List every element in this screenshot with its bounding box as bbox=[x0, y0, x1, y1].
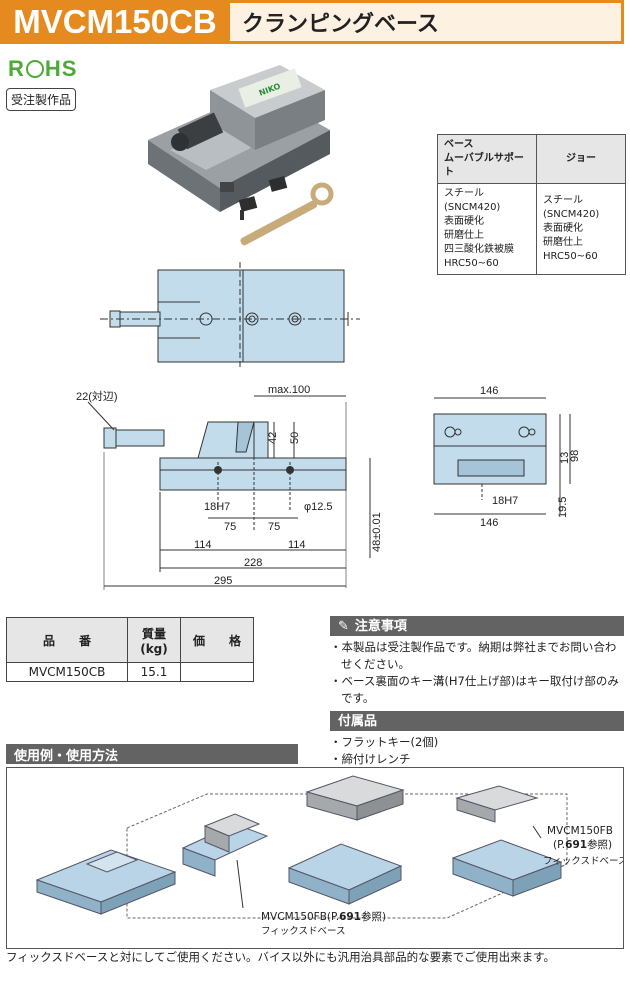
usage-label-2-sub: フィックスドベース bbox=[543, 856, 623, 867]
accessory-item: ・フラットキー(2個) bbox=[330, 735, 439, 749]
table-row: MVCM150CB 15.1 bbox=[6, 662, 254, 682]
dim-50: 50 bbox=[289, 432, 301, 444]
usage-label-1-sub: フィックスドベース bbox=[261, 926, 346, 937]
footer-note: フィックスドベースと対にしてご使用ください。バイス以外にも汎用治具部品的な要素で… bbox=[6, 950, 556, 964]
dim-98: 98 bbox=[569, 450, 581, 462]
usage-label-2: MVCM150FB bbox=[547, 825, 613, 837]
side-view-drawing: 146 146 13 98 18H7 19.5 bbox=[433, 385, 581, 529]
front-view-drawing: 22(対辺) max.100 42 50 18H7 φ12.5 75 75 11… bbox=[76, 384, 383, 590]
dim-114b: 114 bbox=[288, 539, 306, 551]
price-header-mass: 質量 (kg) bbox=[127, 617, 181, 663]
material-line: HRC50~60 bbox=[543, 251, 598, 262]
accessories-title: 付属品 bbox=[338, 713, 378, 729]
usage-label-2-ref: (P.691参照) bbox=[553, 838, 612, 851]
dim-42: 42 bbox=[267, 432, 279, 444]
notes-title-bar: ✎ 注意事項 bbox=[330, 616, 624, 636]
dim-height: 48±0.01 bbox=[371, 512, 383, 552]
dim-width-bottom: 146 bbox=[480, 517, 498, 529]
dim-75b: 75 bbox=[268, 521, 280, 533]
usage-title: 使用例・使用方法 bbox=[14, 748, 119, 764]
accessory-item: ・締付けレンチ bbox=[330, 752, 411, 766]
dim-max-opening: max.100 bbox=[268, 384, 310, 396]
product-code: MVCM150CB bbox=[0, 0, 230, 44]
material-line: 研磨仕上 bbox=[444, 230, 484, 241]
dim-phi: φ12.5 bbox=[304, 501, 333, 513]
note-item: ・本製品は受注製作品です。納期は弊社までお問い合わせください。 bbox=[330, 640, 617, 671]
product-photo: NIKO bbox=[148, 65, 334, 246]
top-view-drawing bbox=[100, 262, 360, 368]
accessories-title-bar: 付属品 bbox=[330, 711, 624, 731]
note-item: ・ベース裏面のキー溝(H7仕上げ部)はキー取付け部のみです。 bbox=[330, 674, 619, 705]
pencil-icon: ✎ bbox=[338, 618, 349, 634]
usage-title-bar: 使用例・使用方法 bbox=[6, 744, 298, 764]
material-col1: スチール(SNCM420) 表面硬化 研磨仕上 四三酸化鉄被膜 HRC50~60 bbox=[437, 183, 537, 275]
material-line: スチール(SNCM420) bbox=[543, 195, 600, 220]
material-col2: スチール(SNCM420) 表面硬化 研磨仕上 HRC50~60 bbox=[536, 183, 626, 275]
dim-114a: 114 bbox=[194, 539, 212, 551]
usage-label-1: MVCM150FB(P.691参照) bbox=[261, 910, 386, 923]
material-col2-header: ジョー bbox=[536, 134, 626, 184]
material-line: 表面硬化 bbox=[543, 223, 583, 234]
dim-19-5: 19.5 bbox=[557, 497, 569, 518]
material-line: 研磨仕上 bbox=[543, 237, 583, 248]
usage-illustration-box: MVCM150FB(P.691参照) フィックスドベース MVCM150FB (… bbox=[6, 767, 628, 949]
cell-mass: 15.1 bbox=[127, 662, 181, 682]
page-title: クランピングベース bbox=[230, 0, 624, 44]
notes-title: 注意事項 bbox=[354, 618, 407, 634]
dim-18h7: 18H7 bbox=[204, 501, 230, 513]
price-table: 品 番 質量 (kg) 価 格 MVCM150CB 15.1 bbox=[6, 617, 254, 682]
dim-across-flats: 22(対辺) bbox=[76, 389, 118, 403]
dim-228: 228 bbox=[244, 557, 262, 569]
made-to-order-badge: 受注製作品 bbox=[6, 88, 77, 111]
cell-part: MVCM150CB bbox=[6, 662, 128, 682]
material-line: 表面硬化 bbox=[444, 216, 484, 227]
price-header-price: 価 格 bbox=[180, 617, 254, 663]
dim-75a: 75 bbox=[224, 521, 236, 533]
dim-width-top: 146 bbox=[480, 385, 498, 397]
material-line: 四三酸化鉄被膜 bbox=[444, 244, 514, 255]
material-line: スチール(SNCM420) bbox=[444, 188, 501, 213]
material-line: HRC50~60 bbox=[444, 258, 499, 269]
price-header-part: 品 番 bbox=[6, 617, 128, 663]
cell-price bbox=[180, 662, 254, 682]
dim-13: 13 bbox=[559, 452, 571, 464]
material-col1-header: ベース ムーバブルサポート bbox=[437, 134, 537, 184]
material-table: ベース ムーバブルサポート ジョー スチール(SNCM420) 表面硬化 研磨仕… bbox=[437, 134, 626, 275]
dim-295: 295 bbox=[214, 575, 232, 587]
usage-illustration: MVCM150FB(P.691参照) フィックスドベース MVCM150FB (… bbox=[35, 775, 628, 937]
notes-section: ✎ 注意事項 ・本製品は受注製作品です。納期は弊社までお問い合わせください。 ・… bbox=[330, 616, 624, 772]
dim-18h7-side: 18H7 bbox=[492, 495, 518, 507]
